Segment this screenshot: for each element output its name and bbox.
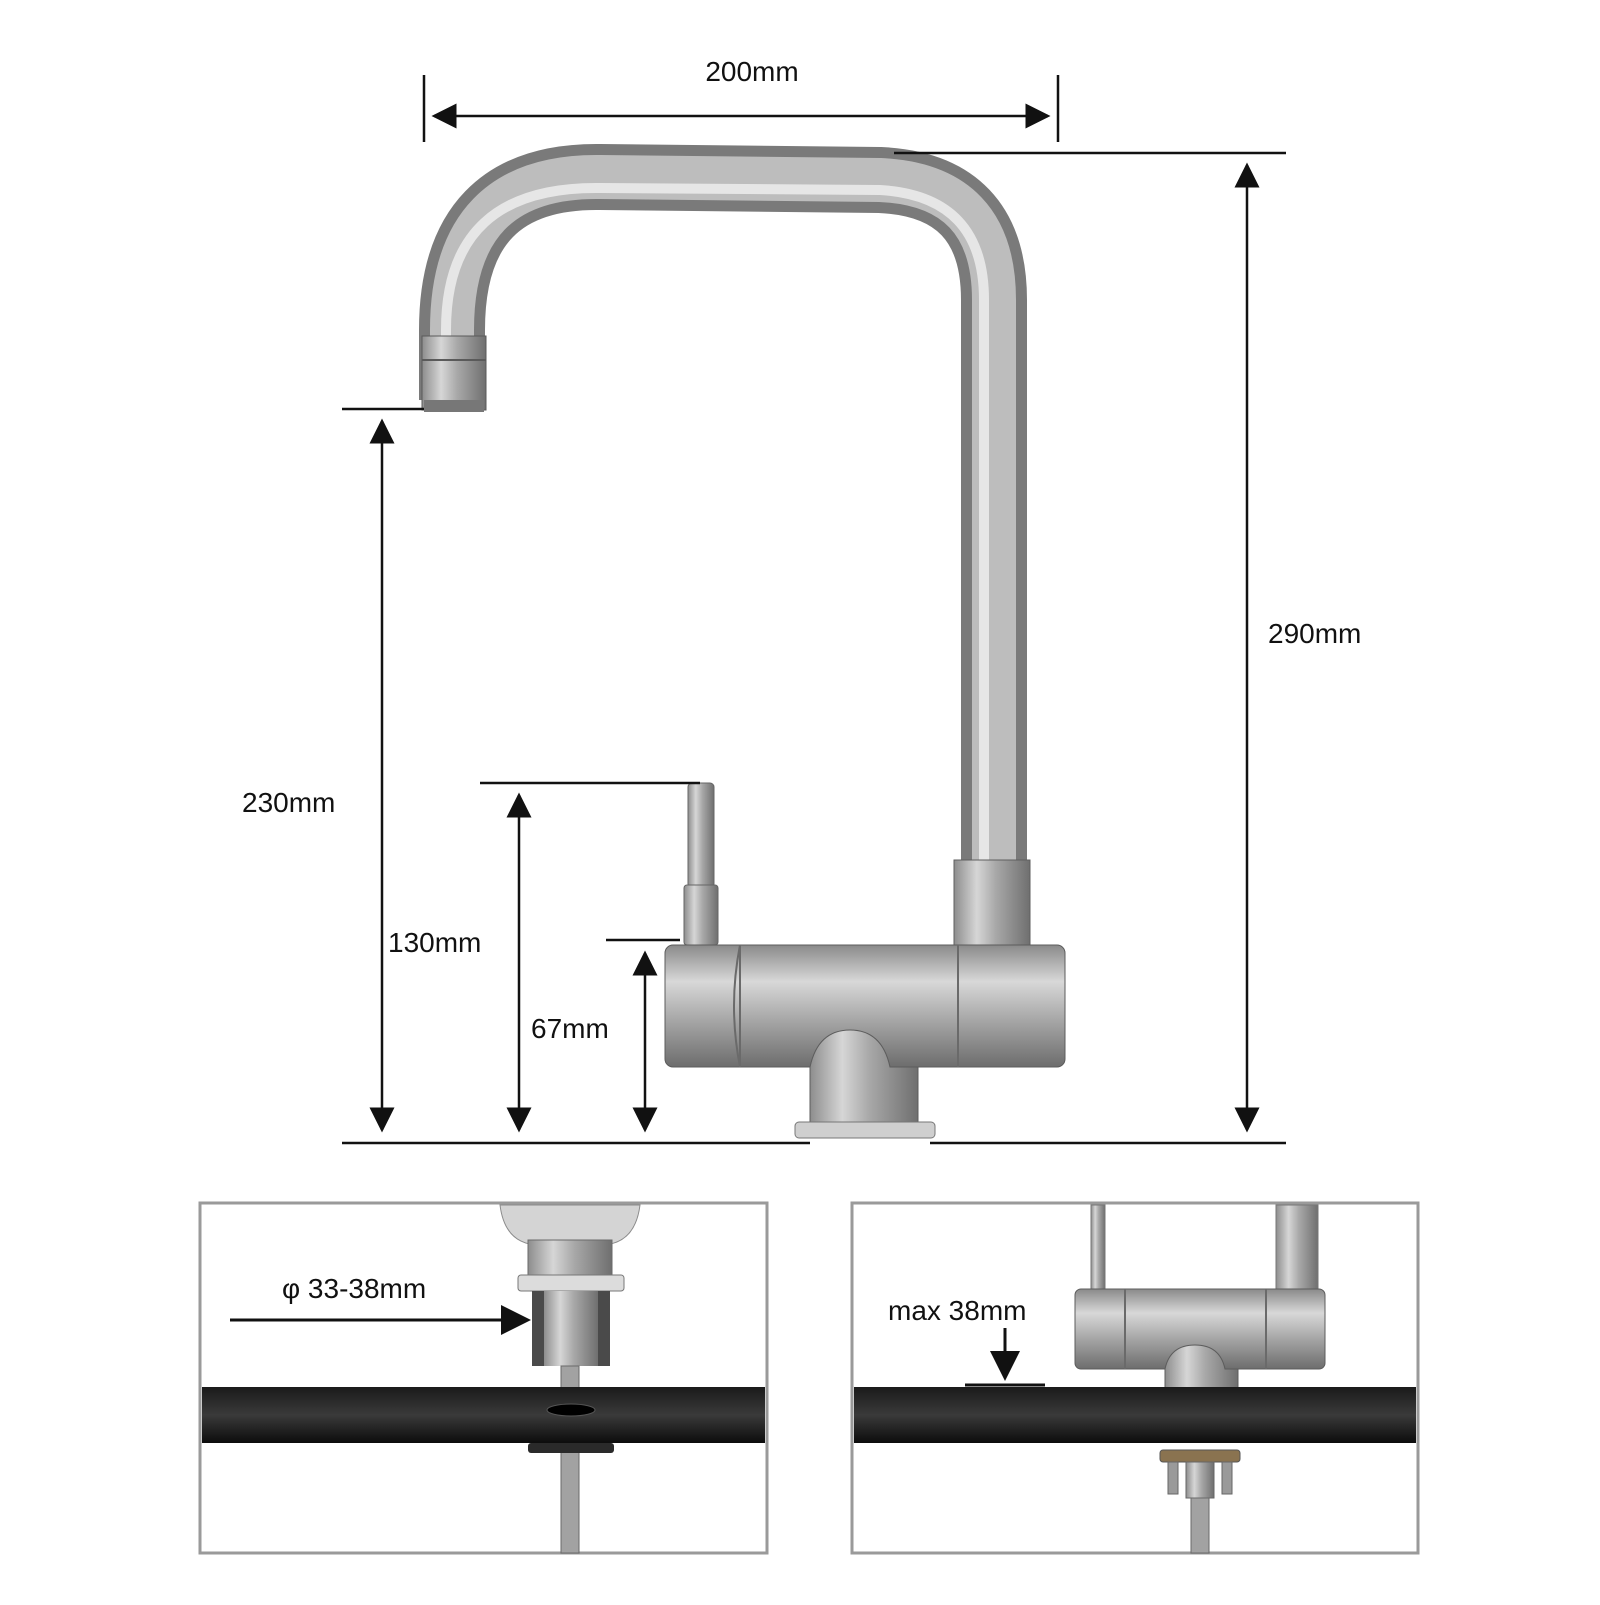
countertop-right xyxy=(854,1387,1416,1443)
inset-max-thickness: max 38mm xyxy=(850,1201,1420,1555)
faucet-base-flange xyxy=(794,1121,936,1139)
faucet-base-neck xyxy=(809,1029,919,1126)
faucet-main-illustration xyxy=(419,143,1066,1139)
label-max-thickness: max 38mm xyxy=(888,1295,1026,1326)
label-total-height: 290mm xyxy=(1268,618,1361,649)
inset-frame-right xyxy=(850,1201,1420,1555)
spout-collar xyxy=(953,859,1031,961)
label-body-height: 67mm xyxy=(531,1013,609,1044)
dimension-lines xyxy=(342,75,1286,1145)
label-spout-reach: 200mm xyxy=(705,56,798,87)
label-lever-height: 130mm xyxy=(388,927,481,958)
spout-aerator xyxy=(421,335,487,411)
lever-handle xyxy=(687,782,715,889)
label-spout-height: 230mm xyxy=(242,787,335,818)
label-hole-diameter: φ 33-38mm xyxy=(282,1273,426,1304)
spout-tube xyxy=(419,143,1027,900)
countertop-left xyxy=(202,1387,765,1443)
inset-hole-diameter: φ 33-38mm xyxy=(198,1201,769,1555)
inset-frame-left xyxy=(198,1201,769,1555)
